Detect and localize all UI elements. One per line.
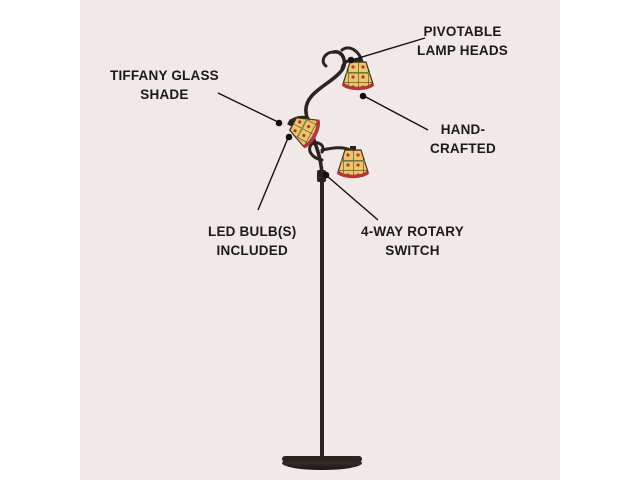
lamp-shade-bottom <box>336 146 370 179</box>
callout-pivotable-line-1: PIVOTABLE <box>423 24 502 39</box>
callout-led-line-2: INCLUDED <box>216 243 288 258</box>
leader-dot-tiffany <box>275 119 283 127</box>
callout-handcrafted-line-1: HAND- <box>440 122 486 137</box>
leader-line-tiffany <box>217 92 279 123</box>
lamp-arm-upper <box>321 50 358 72</box>
lamp-arm-right-branch <box>320 146 352 152</box>
leader-dot-led <box>285 133 293 141</box>
lamp-base-rim <box>282 456 362 462</box>
callout-hand-crafted: HAND- CRAFTED <box>430 120 496 158</box>
leader-line-led <box>257 137 289 211</box>
lamp-arm-scroll <box>304 50 347 180</box>
leader-line-rotary <box>326 175 379 221</box>
callout-4-way-rotary-switch: 4-WAY ROTARY SWITCH <box>361 222 464 260</box>
callout-tiffany-line-1: TIFFANY GLASS <box>110 68 219 83</box>
lamp-shade-left <box>287 117 320 149</box>
leader-dot-rotary <box>322 171 330 179</box>
callout-tiffany-line-2: SHADE <box>140 87 189 102</box>
callout-pivotable-lamp-heads: PIVOTABLE LAMP HEADS <box>417 22 508 60</box>
leader-dot-pivotable <box>347 56 355 64</box>
lamp-arm-top-branch <box>340 46 364 64</box>
floor-lamp-illustration <box>217 37 429 470</box>
product-image-canvas: PIVOTABLE LAMP HEADS TIFFANY GLASS SHADE… <box>80 0 560 480</box>
callout-rotary-line-1: 4-WAY ROTARY <box>361 224 464 239</box>
lamp-arm-lower-curl <box>308 141 325 162</box>
leader-line-handcrafted <box>363 95 429 131</box>
leader-dot-handcrafted <box>359 92 367 100</box>
lamp-shade-top <box>341 58 375 91</box>
leader-line-pivotable <box>351 37 426 61</box>
lamp-pole <box>320 178 324 458</box>
callout-led-line-1: LED BULB(S) <box>208 224 297 239</box>
callout-led-bulbs-included: LED BULB(S) INCLUDED <box>208 222 296 260</box>
callout-tiffany-glass-shade: TIFFANY GLASS SHADE <box>110 66 219 104</box>
callout-rotary-line-2: SWITCH <box>385 243 440 258</box>
callout-handcrafted-line-2: CRAFTED <box>430 141 496 156</box>
callout-pivotable-line-2: LAMP HEADS <box>417 43 509 58</box>
